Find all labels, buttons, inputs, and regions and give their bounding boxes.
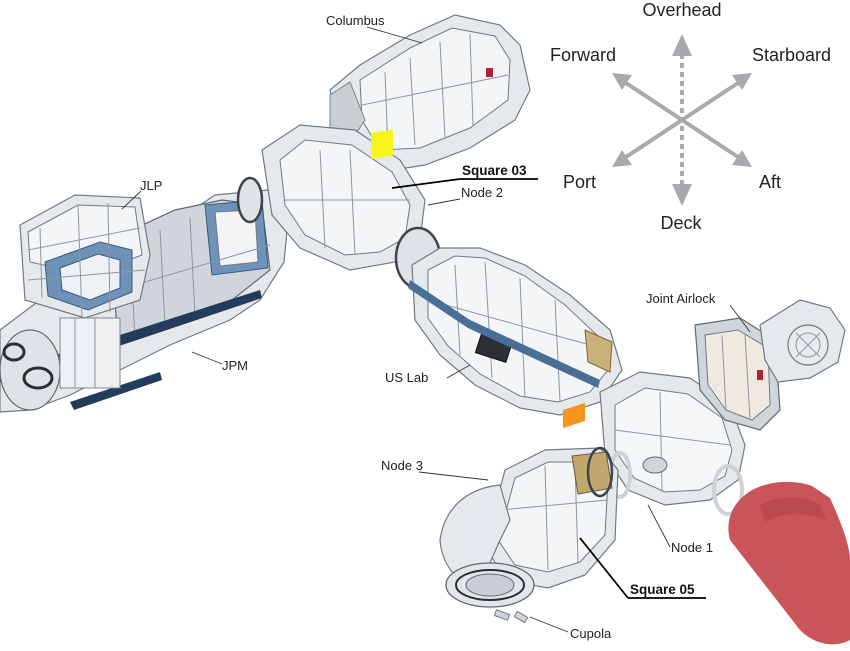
- label-node-3: Node 3: [381, 458, 423, 473]
- label-jpm: JPM: [222, 358, 248, 373]
- orientation-compass: Overhead Forward Starboard Port Aft Deck: [550, 0, 831, 233]
- label-cupola: Cupola: [570, 626, 612, 641]
- label-node-1: Node 1: [671, 540, 713, 555]
- direction-starboard: Starboard: [752, 45, 831, 65]
- joint-airlock-module: [694, 299, 846, 431]
- forward-arrow-icon: [612, 73, 632, 90]
- cargo-vehicle: [728, 481, 850, 645]
- label-jlp: JLP: [140, 178, 162, 193]
- us-lab-module: [408, 247, 623, 416]
- label-square-05: Square 05: [630, 582, 695, 597]
- square-03-marker: [371, 129, 393, 159]
- square-05-marker: [563, 402, 585, 429]
- label-square-03: Square 03: [462, 163, 527, 178]
- label-node-2: Node 2: [461, 185, 503, 200]
- leader-lines: [121, 26, 751, 633]
- label-us-lab: US Lab: [385, 370, 428, 385]
- jlp-module: [19, 194, 151, 319]
- direction-deck: Deck: [660, 213, 702, 233]
- node-1-module: [599, 371, 746, 516]
- label-joint-airlock: Joint Airlock: [646, 291, 716, 306]
- direction-forward: Forward: [550, 45, 616, 65]
- deck-arrow-icon: [672, 184, 692, 206]
- cupola-module: [445, 562, 535, 624]
- columbus-module: [329, 14, 531, 173]
- direction-aft: Aft: [759, 172, 781, 192]
- overhead-arrow-icon: [672, 34, 692, 56]
- port-arrow-icon: [612, 150, 632, 167]
- label-columbus: Columbus: [326, 13, 385, 28]
- direction-overhead: Overhead: [642, 0, 721, 20]
- direction-port: Port: [563, 172, 596, 192]
- starboard-arrow-icon: [732, 73, 752, 90]
- node-3-module: [439, 446, 619, 591]
- node-2-module: [236, 124, 442, 290]
- aft-arrow-icon: [732, 150, 752, 167]
